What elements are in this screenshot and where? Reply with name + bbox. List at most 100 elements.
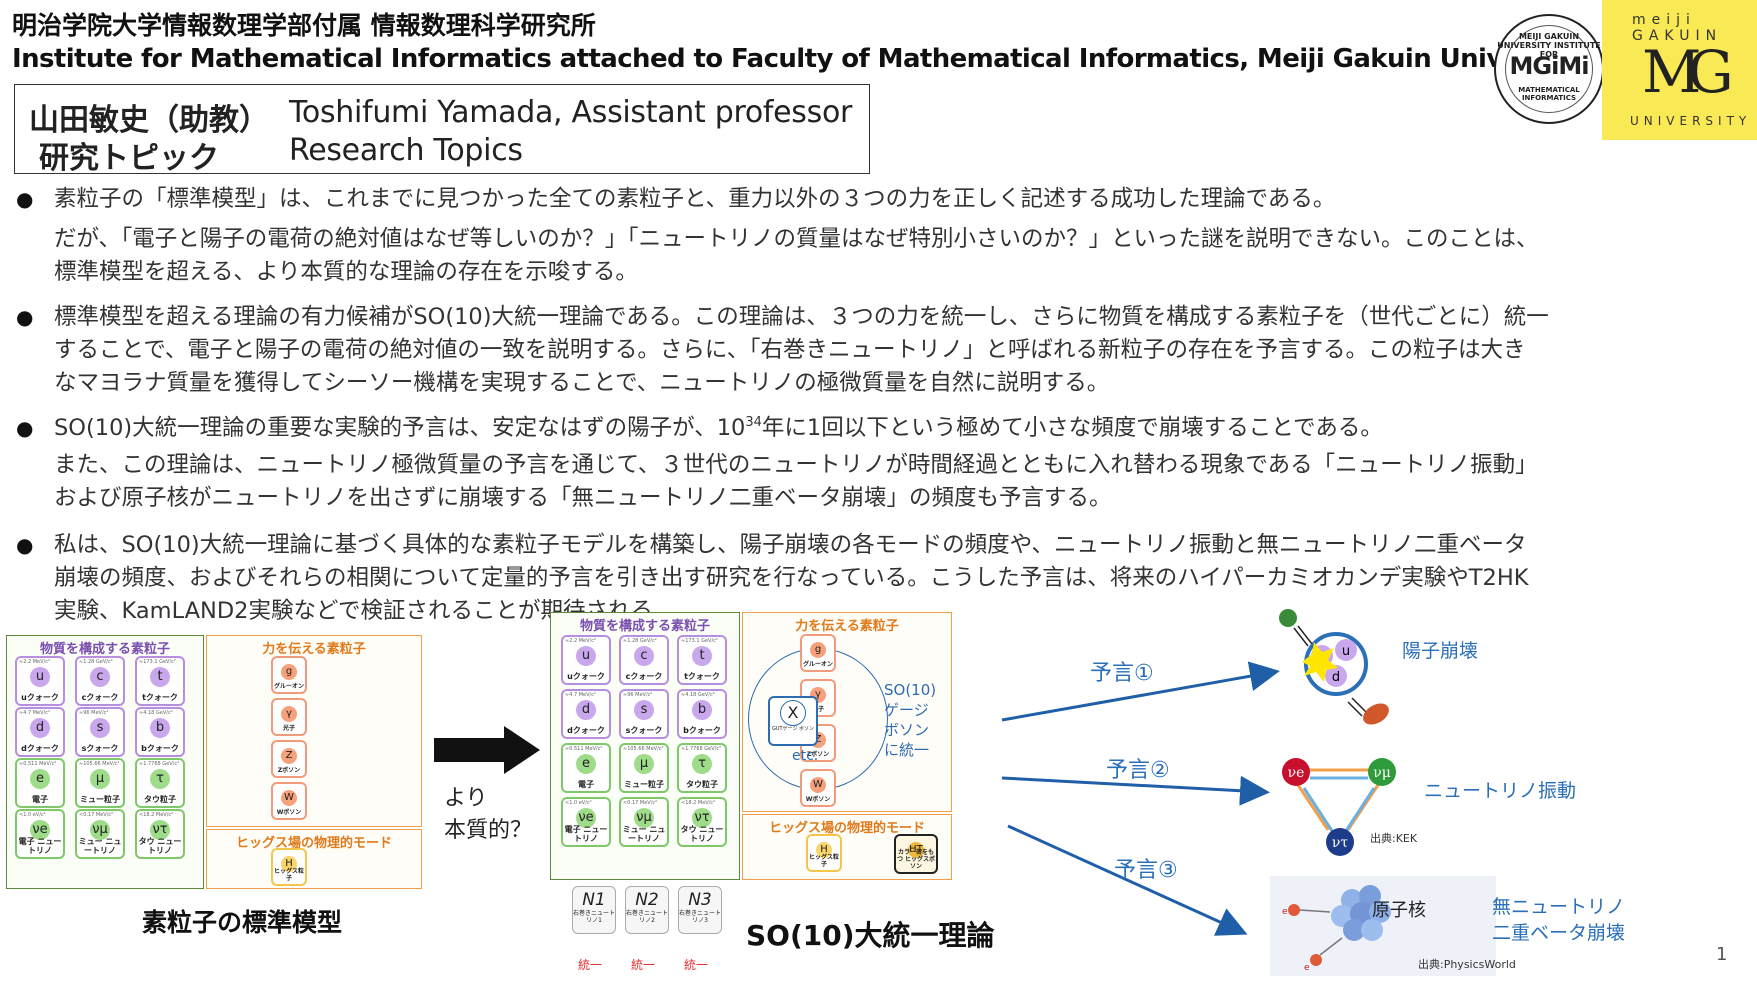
particle-mass: ≈173.1 GeV/c² bbox=[681, 638, 718, 644]
particle-mass: ≈1.7768 GeV/c² bbox=[139, 761, 180, 767]
particle-symbol: τ bbox=[150, 769, 170, 789]
particle-symbol: H bbox=[816, 842, 832, 858]
particle-name: ヒッグス粒子 bbox=[273, 868, 304, 882]
particle-card: g グルーオン bbox=[271, 656, 307, 694]
bullet-3-text-pre: SO(10)大統一理論の重要な実験的予言は、安定なはずの陽子が、10 bbox=[54, 415, 746, 441]
proton-decay-label: 陽子崩壊 bbox=[1402, 640, 1479, 662]
bullet-3: ●SO(10)大統一理論の重要な実験的予言は、安定なはずの陽子が、1034年に1… bbox=[10, 412, 1750, 515]
gut-gauge-boson-card: X GUTゲージ ボソン bbox=[768, 696, 818, 746]
particle-name: Zボソン bbox=[277, 767, 301, 774]
particle-symbol: γ bbox=[281, 706, 297, 722]
double-beta-label: 無ニュートリノ 二重ベータ崩壊 bbox=[1492, 894, 1625, 946]
particle-mass: <0.17 MeV/c² bbox=[79, 812, 114, 818]
particle-mass: ≈0.511 MeV/c² bbox=[565, 746, 603, 752]
rh-neutrino-name: 右巻きニュートリノ3 bbox=[679, 910, 722, 924]
particle-symbol: u bbox=[576, 646, 596, 666]
colored-higgs-symbol: HT bbox=[908, 842, 924, 858]
particle-symbol: d bbox=[576, 700, 596, 720]
particle-symbol: g bbox=[281, 664, 297, 680]
rh-neutrino-name: 右巻きニュートリノ1 bbox=[573, 910, 616, 924]
particle-symbol: ντ bbox=[692, 808, 712, 828]
mg-ring-top-text: meiji GAKUIN bbox=[1632, 12, 1723, 44]
particle-mass: <0.17 MeV/c² bbox=[623, 800, 658, 806]
particle-mass: ≈173.1 GeV/c² bbox=[139, 659, 176, 665]
particle-mass: <18.2 MeV/c² bbox=[139, 812, 174, 818]
particle-mass: ≈1.28 GeV/c² bbox=[623, 638, 657, 644]
particle-name: bクォーク bbox=[141, 744, 179, 753]
particle-symbol: νe bbox=[30, 820, 50, 840]
particle-name: ミュー ニュートリノ bbox=[622, 825, 666, 843]
particle-name: cクォーク bbox=[81, 693, 119, 702]
bullet-1-cont-1: だが、「電子と陽子の電荷の絶対値はなぜ等しいのか？」「ニュートリノの質量はなぜ特… bbox=[54, 226, 1539, 252]
bullet-dot: ● bbox=[16, 305, 34, 329]
particle-symbol: νe bbox=[576, 808, 596, 828]
particle-mass: ≈0.511 MeV/c² bbox=[19, 761, 57, 767]
particle-mass: ≈105.66 MeV/c² bbox=[79, 761, 120, 767]
particle-mass: <1.0 eV/c² bbox=[565, 800, 592, 806]
particle-card: ≈4.18 GeV/c² b bクォーク bbox=[135, 707, 185, 757]
particle-name: グルーオン bbox=[273, 683, 304, 690]
question-line-1: より bbox=[444, 786, 488, 811]
particle-symbol: H bbox=[281, 856, 297, 872]
particle-symbol: b bbox=[150, 718, 170, 738]
particle-symbol: e bbox=[30, 769, 50, 789]
particle-name: グルーオン bbox=[802, 661, 833, 668]
bullet-1-text: 素粒子の「標準模型」は、これまでに見つかった全ての素粒子と、重力以外の３つの力を… bbox=[54, 186, 1336, 212]
bullet-4: ●私は、SO(10)大統一理論に基づく具体的な素粒子モデルを構築し、陽子崩壊の各… bbox=[10, 529, 1750, 628]
particle-name: タウ粒子 bbox=[686, 780, 718, 789]
particle-mass: ≈4.18 GeV/c² bbox=[139, 710, 173, 716]
particle-symbol: W bbox=[810, 777, 826, 793]
particle-symbol: ντ bbox=[150, 820, 170, 840]
particle-mass: ≈4.18 GeV/c² bbox=[681, 692, 715, 698]
particle-mass: ≈4.7 MeV/c² bbox=[565, 692, 596, 698]
particle-mass: ≈96 MeV/c² bbox=[79, 710, 109, 716]
particle-mass: ≈1.7768 GeV/c² bbox=[681, 746, 722, 752]
double-beta-illustration: e e 原子核 出典:PhysicsWorld bbox=[1270, 876, 1516, 976]
more-fundamental-question: より 本質的？ bbox=[444, 783, 532, 847]
neutrino-oscillation-illustration: νe νμ ντ bbox=[1282, 758, 1396, 856]
mg-ring-bottom-text: UNIVERSITY bbox=[1630, 114, 1752, 128]
force-panel-title: 力を伝える素粒子 bbox=[262, 642, 366, 657]
explosion-icon bbox=[1302, 642, 1338, 682]
institute-title-en: Institute for Mathematical Informatics a… bbox=[12, 44, 1584, 74]
positron-ball bbox=[1279, 609, 1297, 627]
rh-neutrino-name: 右巻きニュートリノ2 bbox=[626, 910, 669, 924]
arrow-proton-decay bbox=[1001, 661, 1280, 722]
particle-name: タウ ニュートリノ bbox=[138, 837, 182, 855]
bullet-2-cont-2: なマヨラナ質量を獲得してシーソー機構を実現することで、ニュートリノの極微質量を自… bbox=[54, 370, 1110, 396]
nu-mu-ball bbox=[1368, 758, 1396, 786]
bullet-4-cont-1: 崩壊の頻度、およびそれらの相関について定量的予言を引き出す研究を行なっている。こ… bbox=[54, 565, 1529, 591]
particle-name: cクォーク bbox=[625, 672, 663, 681]
particle-name: dクォーク bbox=[21, 744, 59, 753]
bullet-3-text-post: 年に1回以下という極めて小さな頻度で崩壊することである。 bbox=[761, 415, 1383, 441]
rh-neutrino-symbol: N3 bbox=[688, 890, 712, 910]
particle-name: タウ粒子 bbox=[144, 795, 176, 804]
particle-name: sクォーク bbox=[625, 726, 663, 735]
note-line-2: ゲージ bbox=[884, 701, 929, 719]
particle-symbol: t bbox=[692, 646, 712, 666]
colored-higgs-card: HT カラー荷をもつ ヒッグスボソン bbox=[894, 834, 938, 874]
researcher-name-en: Toshifumi Yamada, Assistant professor bbox=[289, 95, 853, 130]
prediction-3-label: 予言③ bbox=[1114, 858, 1178, 883]
particle-symbol: e bbox=[576, 754, 596, 774]
seal-main-text: MGiMi bbox=[1509, 52, 1590, 80]
institute-title-jp: 明治学院大学情報数理学部付属 情報数理科学研究所 bbox=[12, 11, 596, 40]
unify-label: 統一 bbox=[631, 958, 656, 972]
meson-ball bbox=[1363, 703, 1389, 725]
nu-mu-text: νμ bbox=[1373, 765, 1391, 781]
